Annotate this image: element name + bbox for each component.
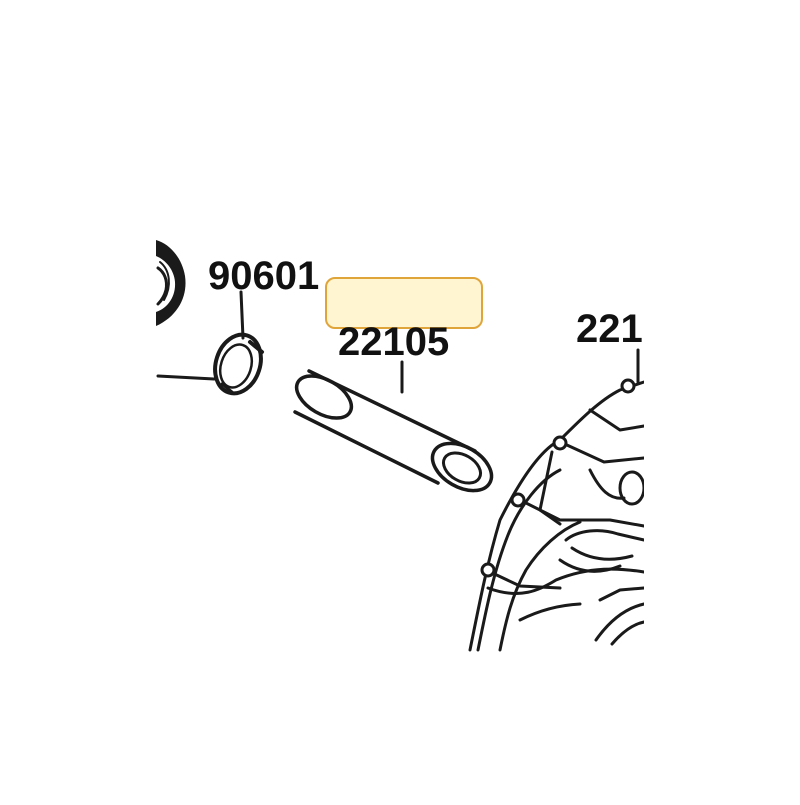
spacer-tube — [293, 360, 494, 493]
cover-housing — [468, 348, 646, 652]
highlight-label-box — [325, 277, 483, 329]
snap-ring — [213, 290, 264, 396]
part-number-label: 221 — [576, 307, 643, 351]
shaft-line — [156, 374, 216, 381]
left-partial-part — [156, 240, 186, 326]
right-clip-mask — [644, 0, 800, 800]
part-number-label: 22105 — [338, 320, 450, 364]
part-number-label: 90601 — [208, 254, 320, 298]
